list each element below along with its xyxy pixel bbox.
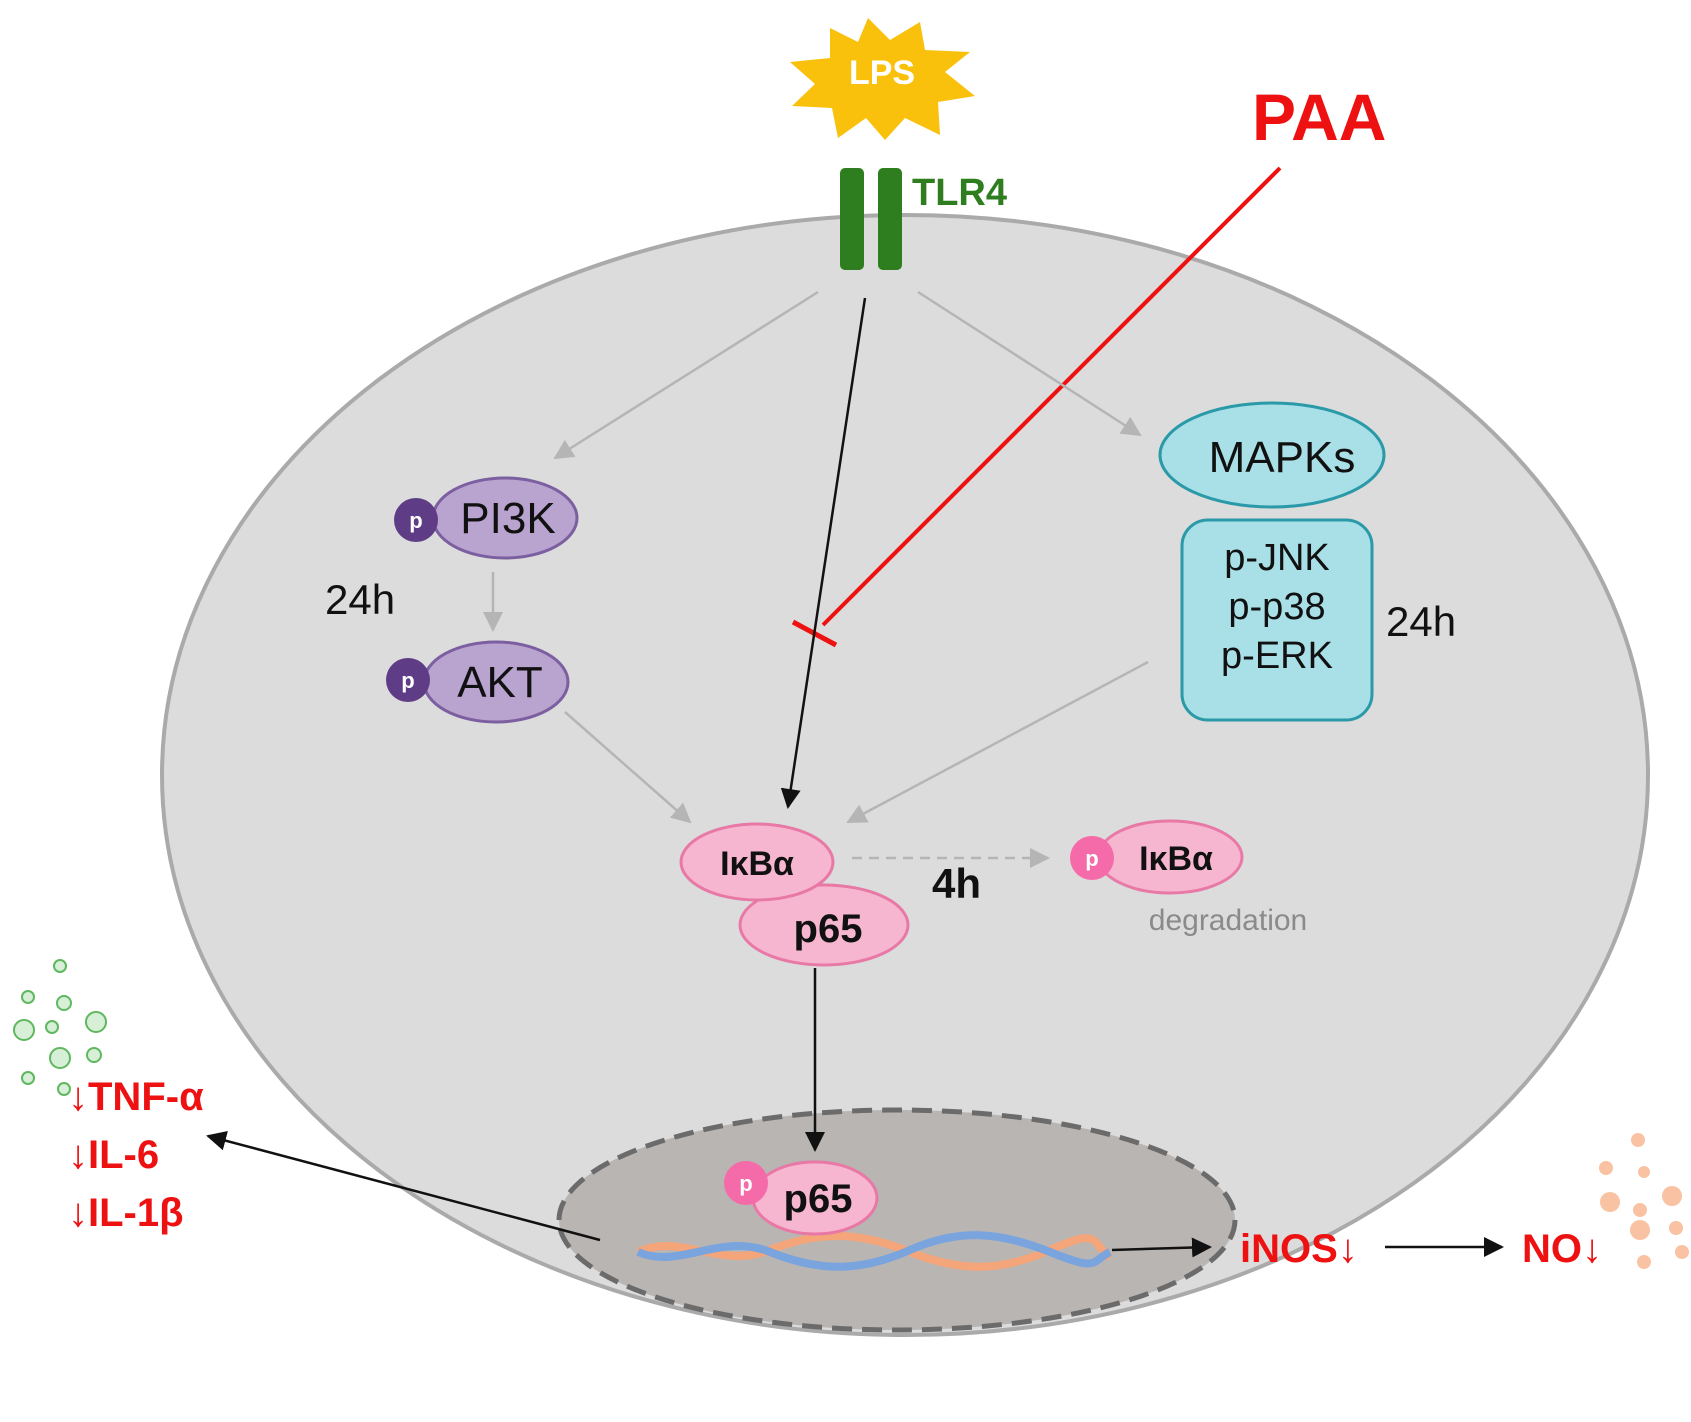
tlr4-label: TLR4	[912, 172, 1007, 214]
ikba-label: IκBα	[720, 845, 794, 883]
cytokine-tnf: ↓TNF-α	[68, 1075, 204, 1119]
arrow-mapks-to-ikba	[846, 660, 1149, 824]
lps-label: LPS	[849, 54, 915, 92]
pi3k-node: PI3K p	[394, 476, 579, 560]
cytokine-particles-icon	[13, 959, 107, 1096]
mapk-member-p38: p-p38	[1228, 586, 1325, 628]
akt-phospho-label: p	[401, 668, 414, 693]
mapks-label: MAPKs	[1209, 433, 1356, 482]
ikba-p65-complex: IκBα p65	[679, 822, 910, 967]
nucleus	[556, 1107, 1238, 1333]
nuclear-p65-phospho-icon	[724, 1161, 768, 1205]
no-label: NO↓	[1522, 1227, 1602, 1271]
mapk-members-box: p-JNK p-p38 p-ERK	[1180, 518, 1374, 722]
nuclear-p65-node: p p65	[724, 1160, 879, 1236]
nfkb-time-label: 4h	[932, 860, 981, 907]
pi3k-phospho-label: p	[409, 508, 422, 533]
ikba-node	[679, 822, 835, 902]
nuclear-p65-phospho-label: p	[739, 1171, 752, 1196]
arrow-tlr4-to-ikba	[780, 297, 867, 809]
phospho-ikba-node: p IκBα	[1070, 819, 1244, 895]
pi3k-phospho-icon	[394, 498, 438, 542]
pi3k-time-label: 24h	[325, 576, 395, 623]
ikba-phospho-icon	[1070, 836, 1114, 880]
pi3k-label: PI3K	[460, 494, 555, 543]
mapk-member-jnk: p-JNK	[1224, 537, 1330, 579]
nuclear-p65-label: p65	[784, 1177, 853, 1221]
akt-phospho-icon	[386, 658, 430, 702]
degradation-label: degradation	[1149, 904, 1307, 937]
mapk-time-label: 24h	[1386, 598, 1456, 645]
akt-label: AKT	[457, 658, 543, 707]
arrow-tlr4-to-pi3k	[553, 290, 819, 460]
arrow-to-cytokines	[206, 1130, 601, 1242]
arrow-to-inos	[1111, 1237, 1212, 1258]
phospho-ikba-label: IκBα	[1139, 840, 1213, 878]
p65-cyto-node	[738, 883, 910, 967]
arrow-tlr4-to-mapks	[917, 290, 1142, 437]
mapk-member-erk: p-ERK	[1221, 635, 1333, 677]
inos-label: iNOS↓	[1240, 1227, 1358, 1271]
cytokine-il6: ↓IL-6	[68, 1133, 159, 1177]
paa-label: PAA	[1252, 80, 1386, 154]
lps-starburst: LPS	[790, 18, 975, 140]
p65-cyto-label: p65	[794, 907, 863, 951]
akt-node: AKT p	[386, 640, 570, 724]
ikba-phospho-label: p	[1085, 846, 1098, 871]
tlr4-receptor	[840, 168, 902, 270]
paa-inhibition-line	[821, 166, 1282, 627]
no-particles-icon	[1599, 1133, 1689, 1269]
mapks-node: MAPKs	[1158, 401, 1386, 509]
arrow-akt-to-ikba	[564, 711, 692, 824]
dna-icon	[636, 1231, 1113, 1271]
cytokine-il1b: ↓IL-1β	[68, 1191, 184, 1235]
